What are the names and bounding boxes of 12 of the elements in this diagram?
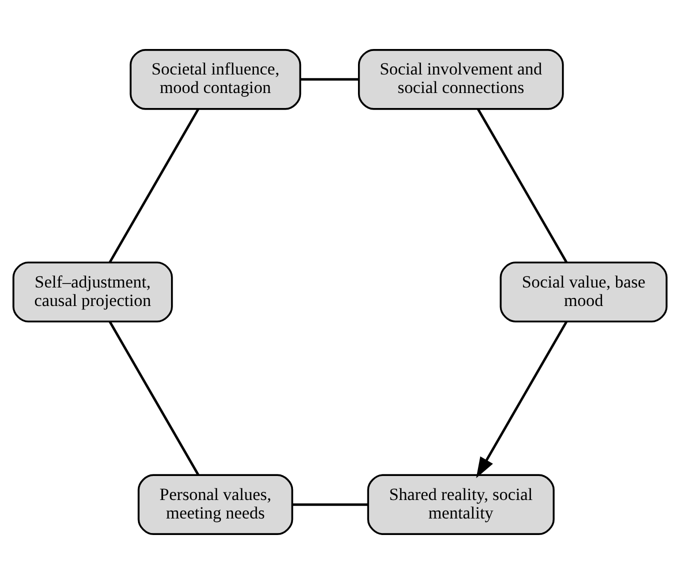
connector [108,320,200,476]
connector [292,502,368,506]
connector [300,78,359,80]
node-box: Self–adjustment, causal projection [12,261,173,322]
node-box: Social value, base mood [500,261,668,322]
node-box: Shared reality, social mentality [367,474,555,534]
connector [108,108,200,263]
node-box: Societal influence, mood contagion [130,48,302,110]
node-box: Personal values, meeting needs [138,474,294,534]
node-box: Social involvement and social connections [358,48,564,110]
connector [476,108,568,262]
arrow [476,320,568,478]
